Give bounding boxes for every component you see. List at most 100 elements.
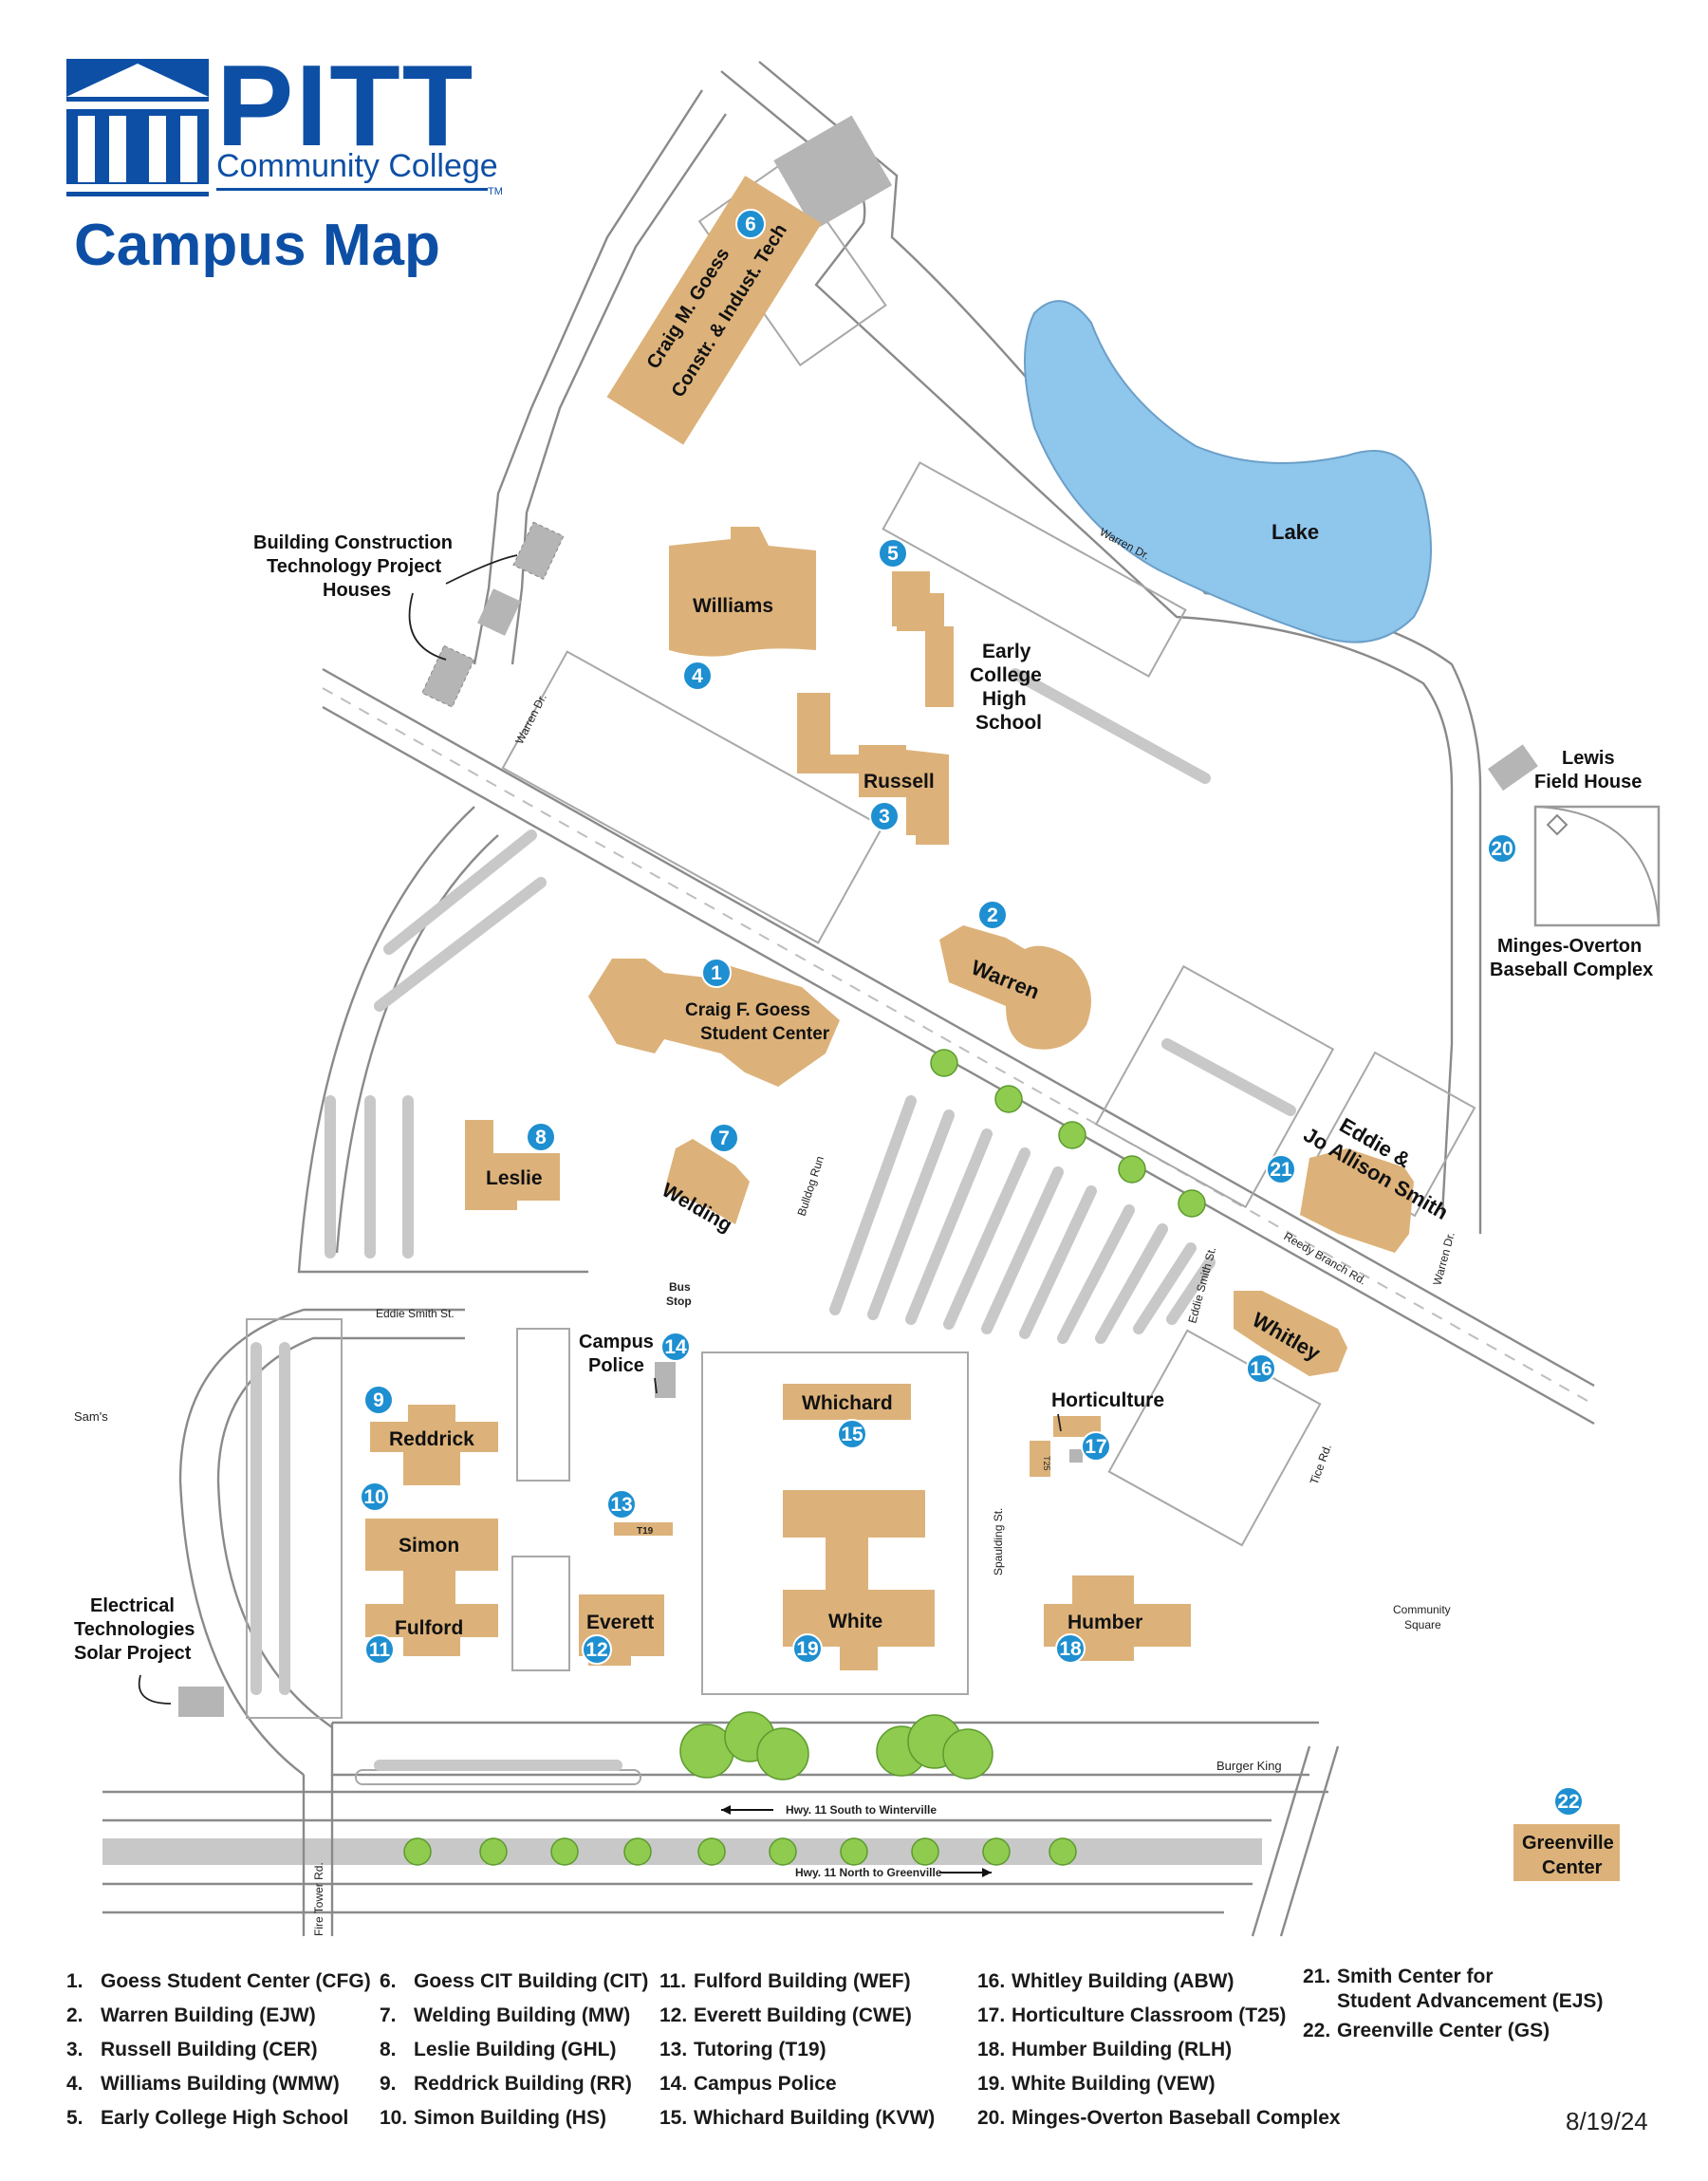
marker-circle xyxy=(735,209,766,239)
legend-item: 8.Leslie Building (GHL) xyxy=(380,2039,617,2060)
building-smith xyxy=(1300,1148,1414,1253)
building-t19 xyxy=(614,1522,673,1536)
marker-circle xyxy=(869,801,900,831)
building-marker: 1 xyxy=(701,958,732,988)
building-marker: 10 xyxy=(360,1482,390,1512)
building-williams xyxy=(669,527,816,657)
marker-number: 9 xyxy=(373,1389,384,1411)
lake-label: Lake xyxy=(1272,520,1319,544)
marker-circle xyxy=(1055,1633,1086,1664)
logo-rule xyxy=(216,188,488,191)
street-warren-right: Warren Dr. xyxy=(1430,1231,1457,1287)
marker-number: 22 xyxy=(1557,1791,1579,1813)
label-whichard: Whichard xyxy=(802,1392,893,1414)
building-marker: 9 xyxy=(363,1385,394,1415)
building-white xyxy=(783,1490,935,1670)
legend-item: 15.Whichard Building (KVW) xyxy=(659,2107,936,2129)
label-elec-2: Technologies xyxy=(74,1619,195,1640)
label-early-2: College xyxy=(970,664,1042,686)
label-elec-3: Solar Project xyxy=(74,1643,192,1664)
label-williams: Williams xyxy=(693,595,773,617)
legend-item: 18.Humber Building (RLH) xyxy=(977,2039,1233,2060)
lake xyxy=(1024,300,1432,643)
legend-item: 5.Early College High School xyxy=(66,2107,349,2129)
building-early-college xyxy=(892,571,954,707)
legend-column-1: 1.Goess Student Center (CFG) 2.Warren Bu… xyxy=(66,1965,371,2135)
building-leslie xyxy=(465,1120,560,1210)
label-everett: Everett xyxy=(586,1612,654,1633)
building-marker: 4 xyxy=(682,661,713,691)
street-hwy-south: Hwy. 11 South to Winterville xyxy=(786,1803,937,1817)
label-community-1: Community xyxy=(1393,1603,1451,1616)
legend-item: 6.Goess CIT Building (CIT) xyxy=(380,1970,649,1992)
logo-trademark: TM xyxy=(488,186,503,197)
street-spaulding: Spaulding St. xyxy=(992,1508,1005,1575)
building-reddrick xyxy=(370,1405,498,1485)
building-marker: 13 xyxy=(606,1489,637,1519)
marker-circle xyxy=(526,1122,556,1152)
legend-item: 13.Tutoring (T19) xyxy=(659,2039,826,2060)
buildings xyxy=(365,176,1620,1881)
label-bct-1: Building Construction xyxy=(253,532,453,553)
legend-item: 20.Minges-Overton Baseball Complex xyxy=(977,2107,1341,2129)
marker-number: 21 xyxy=(1270,1159,1292,1181)
street-hwy-north: Hwy. 11 North to Greenville xyxy=(795,1866,942,1879)
marker-number: 10 xyxy=(363,1486,385,1508)
label-t25: T25 xyxy=(1042,1456,1051,1471)
label-lewis-1: Lewis xyxy=(1562,748,1615,769)
building-whitley xyxy=(1234,1291,1347,1376)
legend-item: 7.Welding Building (MW) xyxy=(380,2004,631,2026)
building-fulford xyxy=(365,1571,498,1656)
building-marker: 21 xyxy=(1266,1154,1296,1184)
street-tice: Tice Rd. xyxy=(1308,1443,1334,1486)
legend-item: 16.Whitley Building (ABW) xyxy=(977,1970,1235,1992)
legend-item: 19.White Building (VEW) xyxy=(977,2073,1216,2095)
legend-item: 10.Simon Building (HS) xyxy=(380,2107,606,2129)
building-greenville xyxy=(1513,1824,1620,1881)
marker-circle xyxy=(792,1633,823,1664)
building-marker: 17 xyxy=(1081,1431,1111,1462)
marker-circle xyxy=(878,538,908,569)
label-greenville-2: Center xyxy=(1542,1857,1603,1878)
building-horticulture xyxy=(1053,1416,1101,1437)
label-simon: Simon xyxy=(399,1535,459,1557)
trees xyxy=(403,1049,1206,1866)
marker-number: 1 xyxy=(711,962,722,984)
label-humber: Humber xyxy=(1068,1612,1142,1633)
legend-column-5: 21.Smith Center for Student Advancement … xyxy=(1303,1965,1603,2048)
building-marker: 2 xyxy=(977,900,1008,930)
legend-item: 22.Greenville Center (GS) xyxy=(1303,2020,1550,2041)
marker-circle xyxy=(701,958,732,988)
legend-item: 9.Reddrick Building (RR) xyxy=(380,2073,632,2095)
parking-stalls xyxy=(251,668,1296,1771)
building-marker: 19 xyxy=(792,1633,823,1664)
label-early-4: School xyxy=(975,712,1042,734)
street-warren-left: Warren Dr. xyxy=(512,692,549,747)
label-police-2: Police xyxy=(588,1355,644,1376)
label-elec-1: Electrical xyxy=(90,1595,175,1616)
building-marker: 18 xyxy=(1055,1633,1086,1664)
label-goess-1: Craig F. Goess xyxy=(685,1000,810,1020)
building-whichard xyxy=(783,1384,911,1420)
label-leslie: Leslie xyxy=(486,1167,543,1189)
label-russell: Russell xyxy=(863,771,935,792)
marker-number: 4 xyxy=(692,665,703,687)
marker-circle xyxy=(1553,1786,1584,1817)
building-marker: 8 xyxy=(526,1122,556,1152)
legend-item: 21.Smith Center for xyxy=(1303,1966,1494,1987)
marker-number: 16 xyxy=(1250,1358,1272,1380)
marker-number: 18 xyxy=(1059,1638,1082,1660)
marker-number: 20 xyxy=(1491,838,1513,860)
marker-circle xyxy=(977,900,1008,930)
legend-column-4: 16.Whitley Building (ABW) 17.Horticultur… xyxy=(977,1965,1341,2135)
gray-structures xyxy=(178,115,1538,1717)
logo-subtitle: Community College xyxy=(216,148,498,184)
marker-number: 6 xyxy=(745,214,756,235)
marker-circle xyxy=(682,661,713,691)
marker-circle xyxy=(363,1385,394,1415)
street-bulldog: Bulldog Run xyxy=(795,1154,827,1218)
baseball-diamond xyxy=(1533,805,1661,927)
marker-circle xyxy=(360,1482,390,1512)
label-horticulture: Horticulture xyxy=(1051,1389,1164,1411)
